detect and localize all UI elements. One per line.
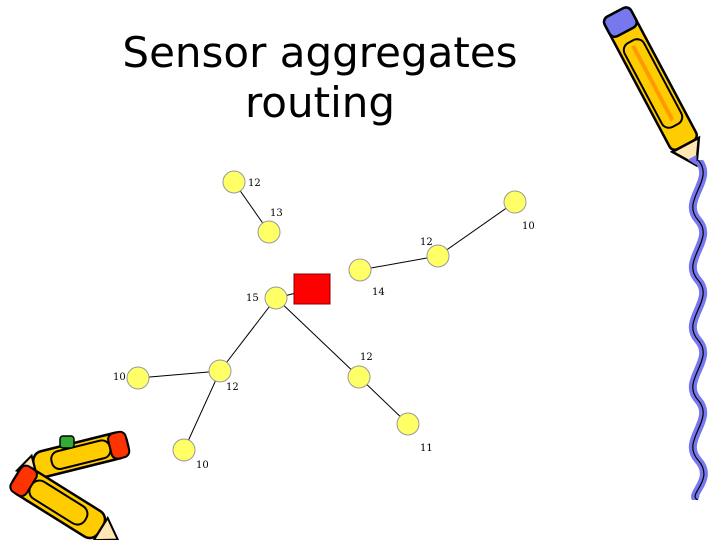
node-label: 12 <box>226 382 239 393</box>
sensor-node <box>396 412 420 436</box>
title-line-2: routing <box>244 78 396 127</box>
sensor-node <box>348 258 372 282</box>
sensor-nodes <box>126 170 527 462</box>
edge-n3-n4 <box>437 201 516 257</box>
sensor-node <box>264 286 288 310</box>
node-label: 13 <box>270 208 283 219</box>
node-label: 14 <box>372 287 385 298</box>
title-line-1: Sensor aggregates <box>122 28 518 77</box>
node-label: 12 <box>248 178 261 189</box>
sensor-node <box>172 438 196 462</box>
sink-node <box>293 273 331 305</box>
edge-n6-n8 <box>275 297 360 378</box>
node-label: 11 <box>420 443 433 454</box>
edge-n9-n10 <box>137 370 221 379</box>
pencil-icon <box>602 6 701 168</box>
edges <box>137 181 516 451</box>
sensor-node <box>126 366 150 390</box>
sensor-node <box>426 244 450 268</box>
node-label: 12 <box>360 352 373 363</box>
sensor-node <box>503 190 527 214</box>
node-label: 10 <box>522 221 535 232</box>
slide-title: Sensor aggregates routing <box>110 28 530 128</box>
edge-n4-n5 <box>359 255 439 271</box>
node-label: 12 <box>420 237 433 248</box>
node-label: 15 <box>246 293 259 304</box>
sensor-node <box>222 170 246 194</box>
node-labels: 12 13 10 12 15 14 12 12 10 11 10 <box>113 178 535 471</box>
crayons-icon <box>9 430 131 540</box>
edge-n6-n9 <box>219 297 277 372</box>
wavy-border-decoration <box>688 160 708 500</box>
node-label: 10 <box>196 460 209 471</box>
sensor-node <box>257 220 281 244</box>
sensor-node <box>347 365 371 389</box>
node-label: 10 <box>113 372 126 383</box>
edge-n9-n12 <box>183 370 221 451</box>
sensor-node <box>208 359 232 383</box>
